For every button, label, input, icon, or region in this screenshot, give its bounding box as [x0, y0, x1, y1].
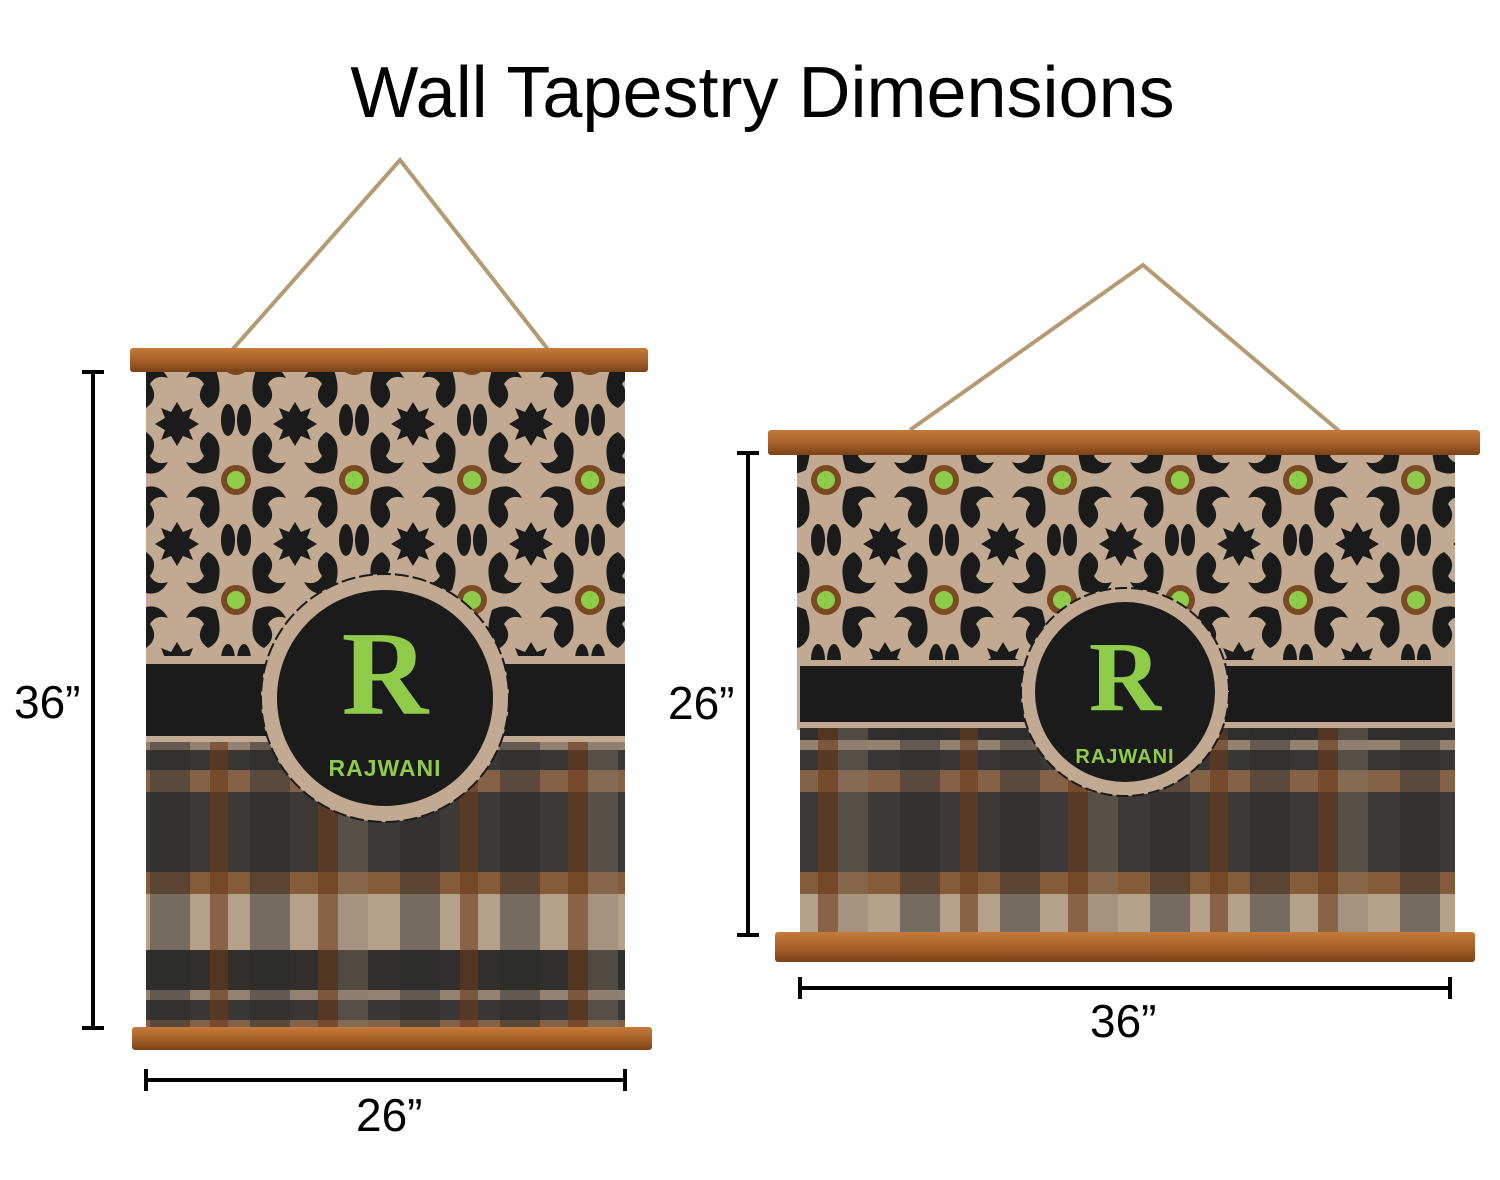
monogram-letter: R: [342, 607, 430, 740]
portrait-tapestry: R RAJWANI: [82, 156, 652, 1091]
monogram-letter: R: [1089, 621, 1163, 732]
bottom-dowel: [132, 1027, 652, 1050]
landscape-height-label: 26”: [668, 677, 735, 729]
hanging-string: [908, 262, 1347, 438]
width-dimension-line: [798, 977, 1452, 999]
monogram-medallion: R RAJWANI: [1020, 587, 1230, 797]
monogram-name: RAJWANI: [1075, 746, 1174, 768]
monogram-medallion: R RAJWANI: [260, 573, 510, 823]
monogram-name: RAJWANI: [328, 755, 441, 781]
portrait-height-label: 36”: [14, 676, 81, 728]
height-dimension-line: [82, 370, 104, 1030]
page-title: Wall Tapestry Dimensions: [350, 53, 1175, 133]
width-dimension-line: [144, 1069, 627, 1091]
landscape-width-label: 36”: [1090, 995, 1157, 1047]
top-dowel: [768, 430, 1480, 455]
landscape-tapestry: R RAJWANI: [737, 262, 1480, 999]
hanging-string: [230, 156, 552, 354]
bottom-dowel: [775, 932, 1475, 962]
portrait-width-label: 26”: [356, 1089, 423, 1141]
top-dowel: [130, 348, 648, 372]
height-dimension-line: [737, 451, 759, 937]
